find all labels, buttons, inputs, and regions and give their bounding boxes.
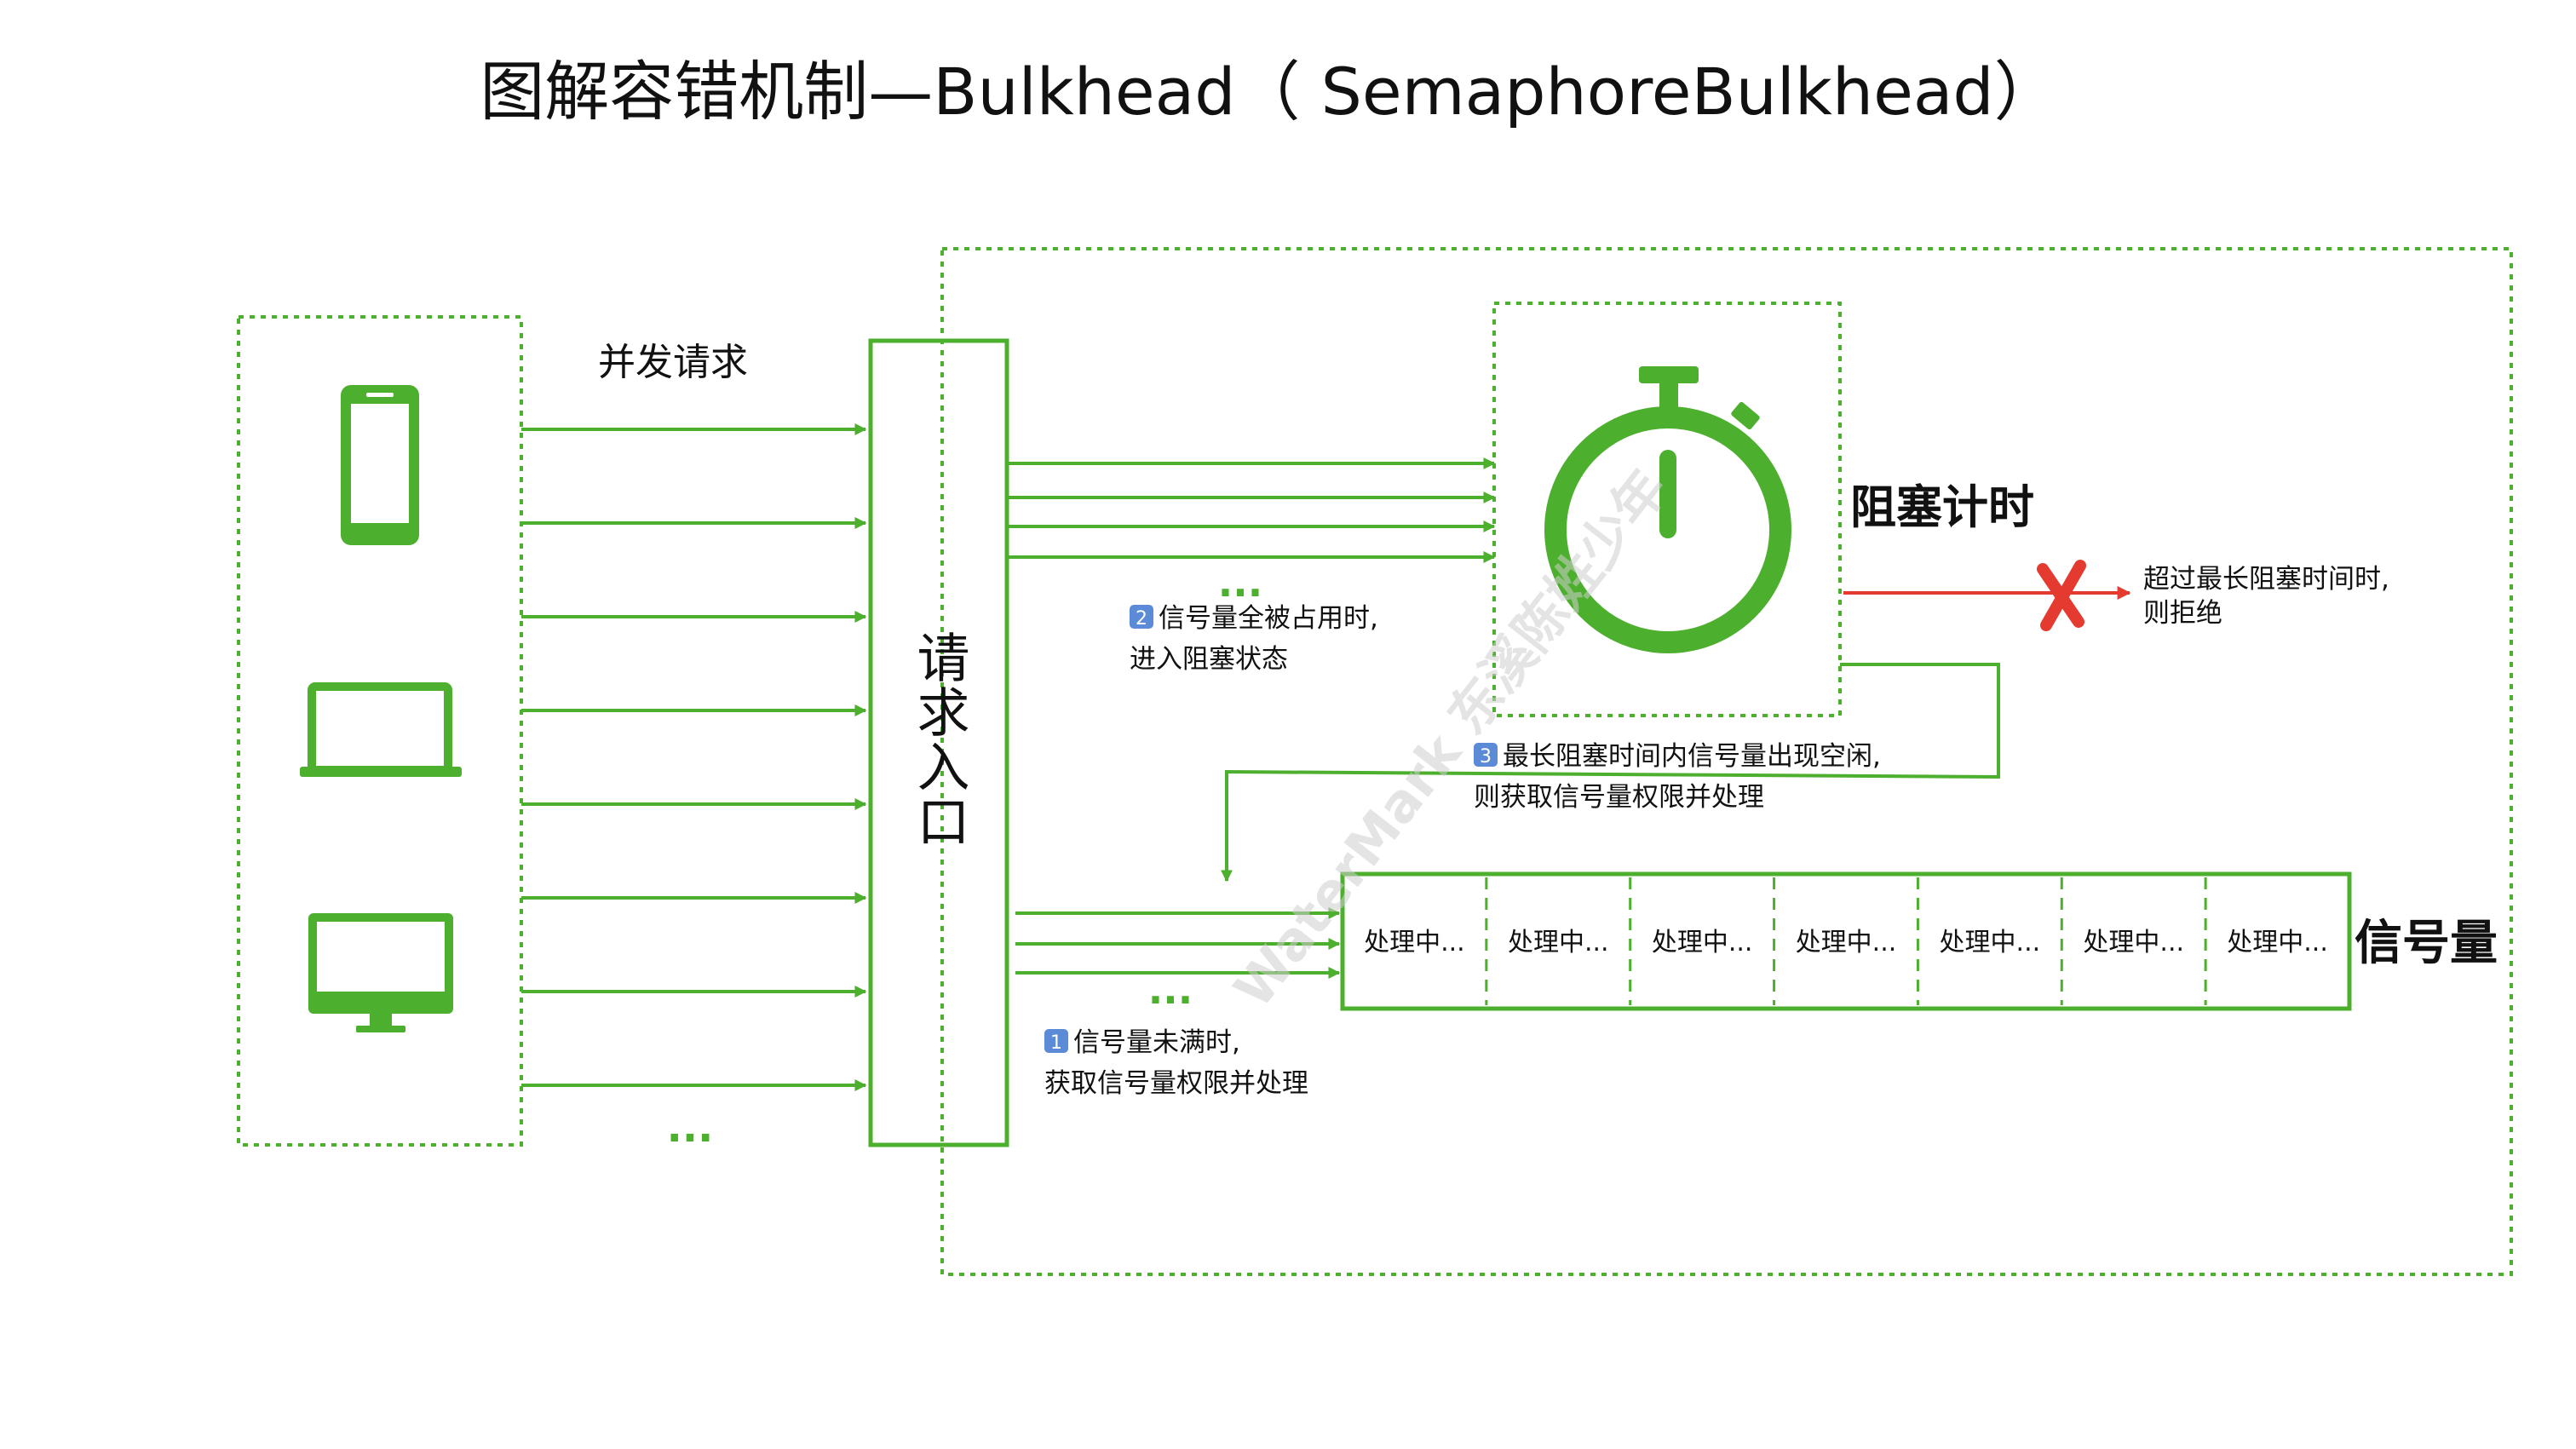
reject-line1: 超过最长阻塞时间时, — [2143, 564, 2389, 595]
blocked-ellipsis: ... — [1218, 560, 1262, 606]
request-entry-label: 请求入口 — [908, 630, 970, 848]
step1-badge — [1044, 1029, 1068, 1053]
step2-line2: 进入阻塞状态 — [1130, 644, 1288, 675]
page-title: 图解容错机制—Bulkhead（ SemaphoreBulkhead） — [480, 54, 2058, 129]
concurrent-requests-label: 并发请求 — [598, 341, 748, 384]
semaphore-slot-label: 处理中... — [1796, 928, 1897, 957]
step2-badge — [1130, 605, 1153, 629]
blocked-request-arrows — [1007, 457, 1496, 563]
laptop-icon — [300, 682, 462, 777]
semaphore-slot-label: 处理中... — [1940, 928, 2041, 957]
reject-line2: 则拒绝 — [2143, 598, 2222, 629]
step3-badge-number: 3 — [1480, 746, 1492, 768]
step1-line1: 信号量未满时, — [1073, 1027, 1240, 1058]
step2-note: 2 信号量全被占用时, 进入阻塞状态 — [1130, 603, 1378, 675]
semaphore-slot-dividers — [1485, 877, 2207, 1005]
step2-badge-number: 2 — [1136, 608, 1147, 630]
step3-badge — [1474, 743, 1498, 767]
stopwatch-icon — [1544, 366, 1791, 653]
client-request-arrows — [521, 423, 867, 1091]
step3-line2: 则获取信号量权限并处理 — [1474, 782, 1764, 813]
step3-line1: 最长阻塞时间内信号量出现空闲, — [1503, 741, 1881, 772]
acquire-ellipsis: ... — [1148, 967, 1193, 1013]
request-entry-box — [868, 338, 1009, 1147]
clients-box — [237, 315, 523, 1147]
semaphore-slots: 处理中... 处理中... 处理中... 处理中... 处理中... 处理中... 处理中.… — [1364, 928, 2328, 957]
monitor-icon — [308, 913, 453, 1032]
acquire-arrows — [1015, 907, 1341, 979]
step1-badge-number: 1 — [1050, 1032, 1062, 1054]
semaphore-label: 信号量 — [2355, 916, 2498, 971]
reject-x-icon — [2037, 560, 2086, 631]
blocking-timer-box — [1492, 302, 1842, 717]
service-boundary — [940, 247, 2513, 1276]
step1-note: 1 信号量未满时, 获取信号量权限并处理 — [1044, 1027, 1308, 1099]
semaphore-slot-label: 处理中... — [2083, 928, 2184, 957]
semaphore-box — [1340, 871, 2352, 1011]
semaphore-slot-label: 处理中... — [1364, 928, 1465, 957]
step2-line1: 信号量全被占用时, — [1159, 603, 1378, 634]
blocking-timer-label: 阻塞计时 — [1850, 480, 2034, 534]
phone-icon — [341, 385, 419, 545]
semaphore-slot-label: 处理中... — [1652, 928, 1753, 957]
step3-note: 3 最长阻塞时间内信号量出现空闲, 则获取信号量权限并处理 — [1474, 741, 1881, 813]
more-requests-ellipsis: ... — [667, 1104, 714, 1152]
step1-line2: 获取信号量权限并处理 — [1044, 1068, 1308, 1099]
semaphore-slot-label: 处理中... — [2227, 928, 2328, 957]
semaphore-slot-label: 处理中... — [1508, 928, 1609, 957]
acquire-after-wait-path — [1221, 663, 2000, 883]
